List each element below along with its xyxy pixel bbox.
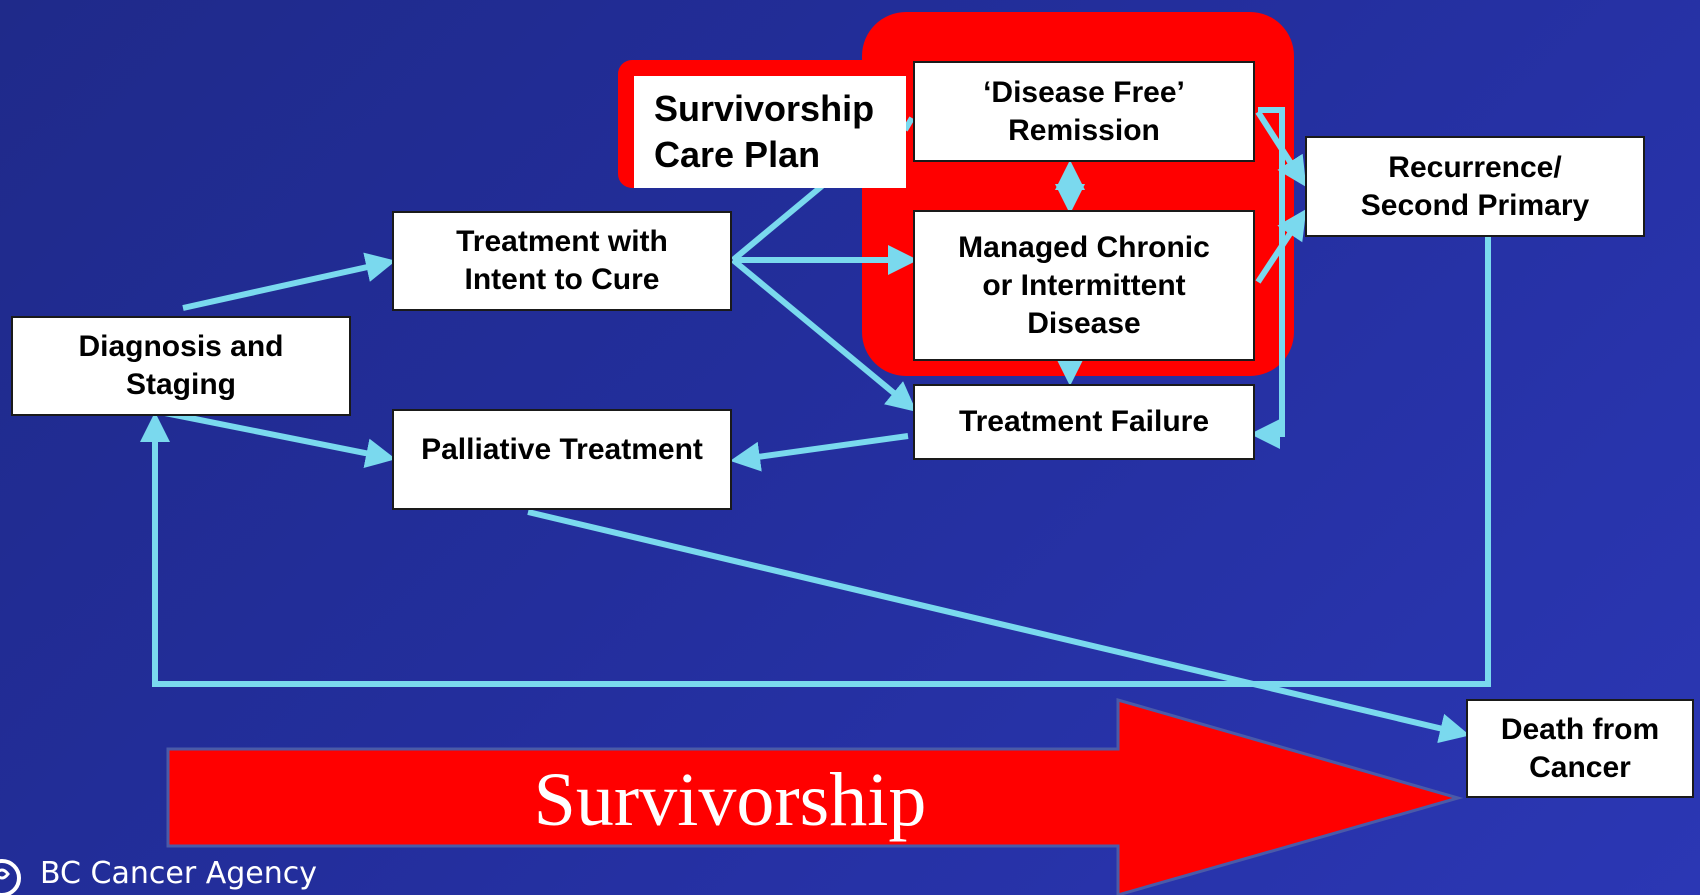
palliative-treatment-box: Palliative Treatment (392, 409, 732, 510)
arrow-cure-to-failure (731, 257, 917, 412)
arrow-failure-to-palliative (730, 433, 909, 472)
arrow-remission-to-failure (1250, 107, 1285, 449)
survivorship-banner-label: Survivorship (533, 758, 927, 842)
arrow-cure-to-care-plan (731, 183, 824, 263)
arrow-diagnosis-to-cure (182, 252, 396, 311)
arrow-recurrence-to-diagnosis (140, 236, 1491, 687)
disease-free-remission-box: ‘Disease Free’ Remission (913, 61, 1255, 162)
arrow-diagnosis-to-palliative (159, 409, 396, 469)
arrow-care-plan-to-remission (902, 116, 915, 132)
arrow-palliative-to-death (527, 509, 1470, 744)
diagnosis-staging-box: Diagnosis and Staging (11, 316, 351, 416)
treatment-failure-box: Treatment Failure (913, 384, 1255, 460)
logo-text: BC Cancer Agency (40, 856, 317, 891)
bc-cancer-agency-logo: BC Cancer Agency (0, 852, 317, 895)
recurrence-second-primary-box: Recurrence/ Second Primary (1305, 136, 1645, 237)
bc-cancer-agency-logo-icon (0, 859, 21, 895)
treatment-cure-box: Treatment with Intent to Cure (392, 211, 732, 311)
survivorship-care-plan-box: Survivorship Care Plan (634, 76, 906, 188)
managed-chronic-disease-box: Managed Chronic or Intermittent Disease (913, 210, 1255, 361)
death-from-cancer-box: Death from Cancer (1466, 699, 1694, 798)
